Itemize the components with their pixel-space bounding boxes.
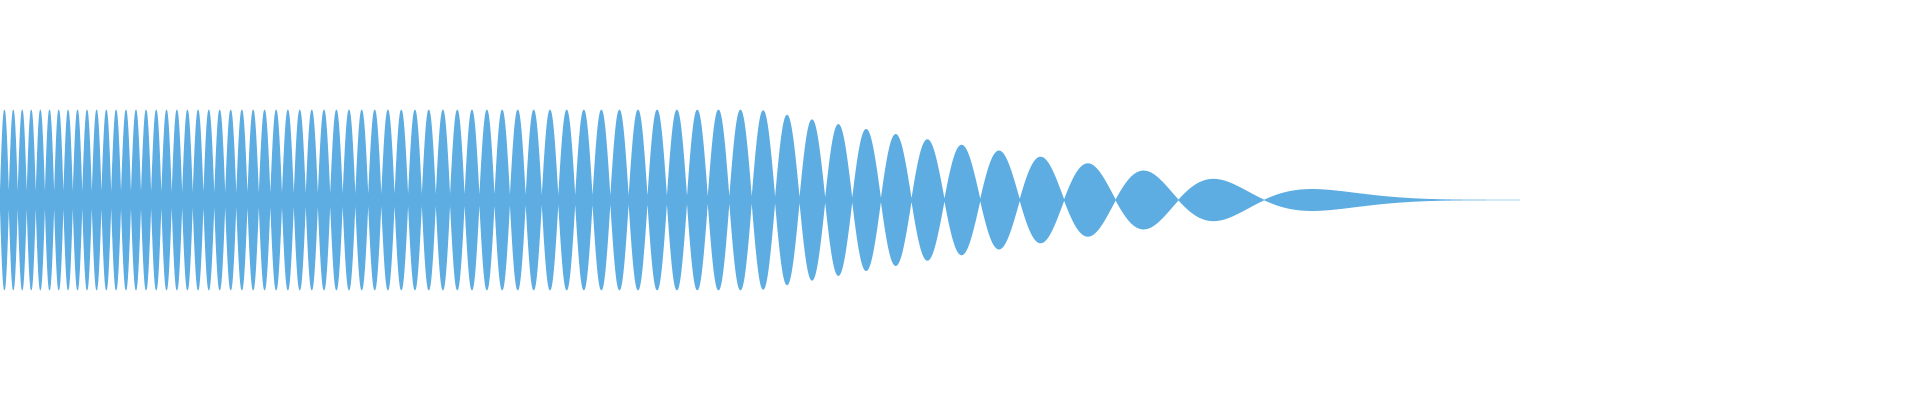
waveform-shape [0, 109, 1520, 291]
